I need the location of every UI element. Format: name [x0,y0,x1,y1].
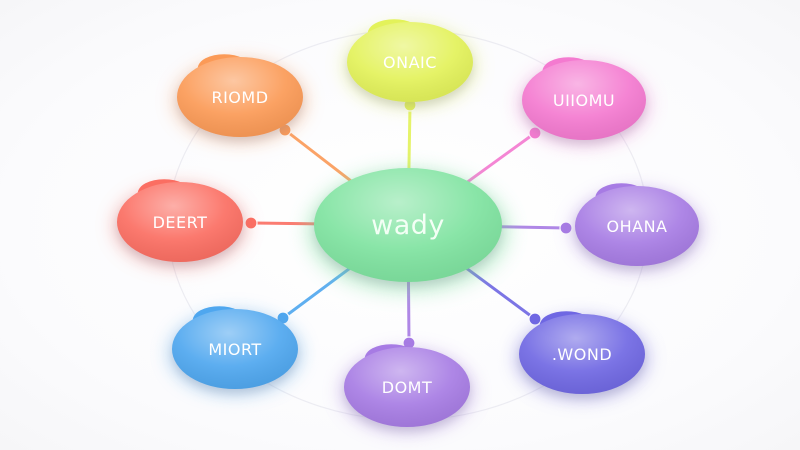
node-gloss [347,22,473,102]
node-wond[interactable]: .WOND [515,311,649,400]
node-ohana[interactable]: OHANA [571,183,703,272]
node-deert[interactable]: DEERT [113,179,247,268]
connector-onaic [407,103,412,172]
center-gloss [314,168,502,282]
joint-dot-ohana [559,221,573,235]
node-uiiomu[interactable]: UIIOMU [518,57,650,146]
connector-deert [249,221,320,226]
node-label: MIORT [208,340,261,359]
node-label: RIOMD [211,88,268,107]
node-gloss [172,309,298,389]
node-label: OHANA [607,217,668,236]
node-label: DOMT [382,378,433,397]
node-onaic[interactable]: ONAIC [343,19,477,108]
node-gloss [344,347,470,427]
joint-dot-wond [528,312,542,326]
node-gloss [522,60,646,140]
center-node[interactable]: wady [306,168,510,294]
node-domt[interactable]: DOMT [340,344,474,433]
node-gloss [575,186,699,266]
node-riomd[interactable]: RIOMD [173,54,307,143]
node-label: ONAIC [383,53,437,72]
node-miort[interactable]: MIORT [168,306,302,395]
center-label: wady [371,210,445,241]
node-gloss [117,182,243,262]
node-label: UIIOMU [553,91,615,110]
node-label: DEERT [153,213,208,232]
node-label: .WOND [552,345,612,364]
node-gloss [519,314,645,394]
node-gloss [177,57,303,137]
connector-uiiomu [464,131,537,185]
nodes: ONAIC UIIOMU OHANA .WOND DOMT MIORT DEERT RIOMD [113,19,703,433]
connector-riomd [283,128,354,184]
